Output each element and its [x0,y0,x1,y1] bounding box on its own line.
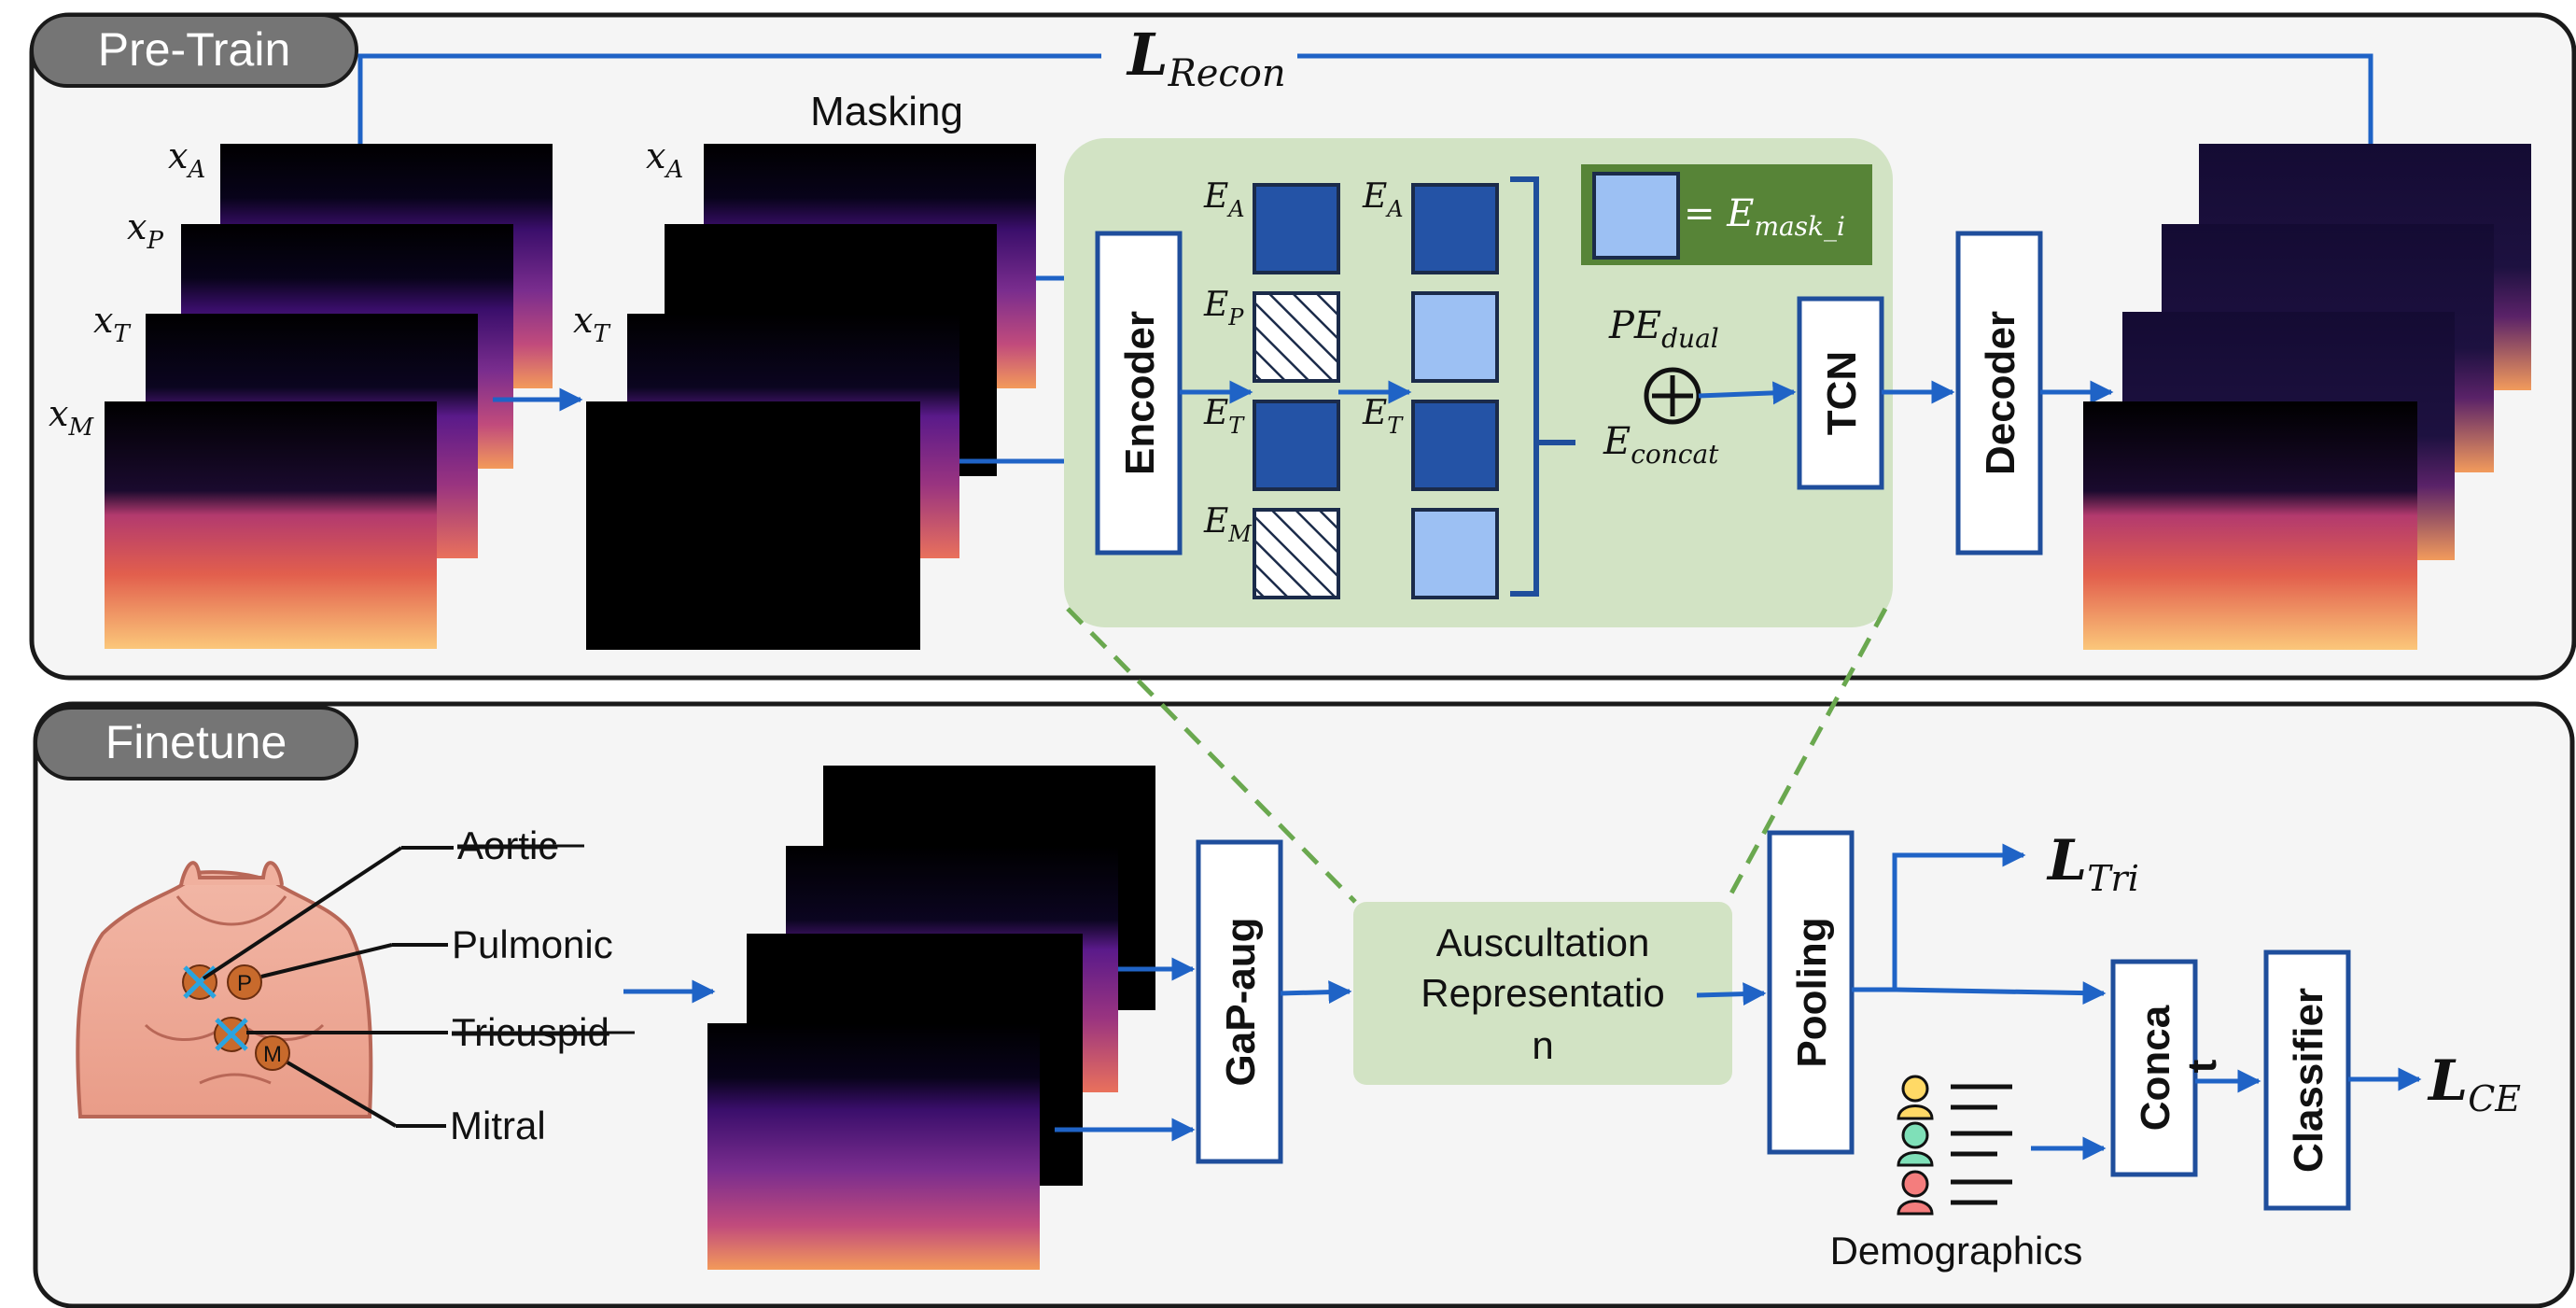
classifier-label: Classifier [2286,988,2331,1173]
arrow-auscultation-to-pooling [1696,982,1767,1006]
embedding-label-a: EA [1203,177,1245,222]
token-label-t: ET [1362,394,1404,439]
torso-abdomen [199,1073,272,1085]
concat-bracket [1510,176,1539,597]
encoder-box [1095,231,1183,556]
arrow-add-to-tcn [1698,381,1797,405]
arrow-gap-to-auscultation [1280,980,1352,1005]
gapaug-box [1196,839,1283,1164]
token-label-a: EA [1362,177,1404,222]
masked-spectrogram-stack [586,144,1036,650]
token-a [1411,183,1499,274]
token-mask-1 [1411,291,1499,383]
finetune-badge-text: Finetune [105,716,287,768]
pulmonic-leader [260,943,393,978]
encoder-label: Encoder [1117,311,1163,475]
input-label-t: xT [93,300,131,348]
torso-chest-left [144,1023,221,1041]
recon-loss-line-right [1297,53,2373,149]
spectrogram-m [105,401,437,649]
mitral-leader [286,1061,398,1128]
torso-body [76,870,373,1118]
finetune-badge [34,706,358,781]
person-icon-3-body [1897,1200,1934,1216]
embedding-label-t: ET [1203,394,1245,439]
demographics-icon-group [1897,1075,2012,1216]
token-t [1411,400,1499,491]
embedding-label-m: EM [1203,502,1253,547]
recon-loss-line-left [357,53,1101,149]
ft-spectrogram-m [707,1023,1040,1270]
recon-spectrogram-m [2083,401,2417,650]
embedding-t [1253,400,1340,491]
masked-label-t: xT [573,300,610,348]
token-mask-2 [1411,508,1499,599]
masked-label-a: xA [646,135,683,184]
site-mitral: Mitral [450,1104,546,1147]
person-icon-3-head [1901,1170,1929,1198]
zoom-line-right [1724,607,1888,904]
mask-legend-text: = Emask_i [1684,192,1845,242]
embedding-m-masked [1253,508,1340,599]
pooling-box [1767,830,1855,1155]
masking-label: Masking [810,89,963,134]
torso-illustration [76,861,373,1118]
embedding-label-p: EP [1203,286,1244,331]
auscultation-representation-box [1353,902,1732,1085]
decoder-box [1955,231,2043,556]
masked-spectrogram-m [586,401,920,650]
demographics-label: Demographics [1830,1229,2083,1273]
aortic-leader [202,846,403,980]
torso-collar [175,895,287,926]
triplet-loss-label: LTri [2046,828,2139,899]
pooling-label: Pooling [1789,917,1835,1067]
pe-dual-label: PEdual [1608,304,1719,354]
auscultation-line-1: Auscultation [1436,921,1650,964]
person-icon-1-head [1901,1075,1929,1103]
concat-overflow-letter: t [2179,1059,2225,1073]
arrow-pooling-to-triplet [1852,843,2026,992]
embedding-a [1253,183,1340,274]
torso-neck [179,861,284,886]
input-label-a: xA [168,135,205,184]
input-label-m: xM [49,393,94,442]
recon-loss-label: LRecon [1126,21,1286,95]
zoom-line-left [1066,607,1357,904]
pretrain-badge-text: Pre-Train [98,23,291,76]
auscultation-line-2: Representatio [1421,971,1665,1015]
concat-box [2110,959,2198,1177]
gapaug-label: GaP-aug [1218,918,1264,1087]
tricuspid-cross-2 [215,1018,248,1051]
input-label-p: xP [127,206,163,255]
pulmonic-marker-letter: P [237,971,252,996]
mask-legend-swatch [1592,172,1680,260]
reconstructed-spectrogram-stack [2083,144,2531,650]
site-pulmonic: Pulmonic [452,922,613,966]
tcn-label: TCN [1819,351,1865,435]
person-icon-1-body [1897,1104,1934,1120]
pulmonic-marker [227,964,262,1000]
pretrain-badge [30,13,358,88]
decoder-label: Decoder [1978,311,2023,475]
arrow-pooling-to-concat [1894,981,2107,1006]
concat-embedding-label: Econcat [1603,420,1719,470]
mitral-marker [255,1035,290,1071]
person-icon-2-head [1901,1121,1929,1149]
tcn-box [1797,296,1884,490]
mitral-marker-letter: M [263,1042,282,1067]
auscultation-line-3: n [1532,1023,1553,1067]
input-spectrogram-stack [105,144,553,649]
ce-loss-label: LCE [2427,1048,2521,1119]
concat-label: Conca [2133,1005,2178,1131]
person-icon-2-body [1897,1151,1934,1167]
embedding-p-masked [1253,291,1340,383]
finetune-spectrogram-stack [707,766,1155,1270]
classifier-box [2263,949,2351,1211]
